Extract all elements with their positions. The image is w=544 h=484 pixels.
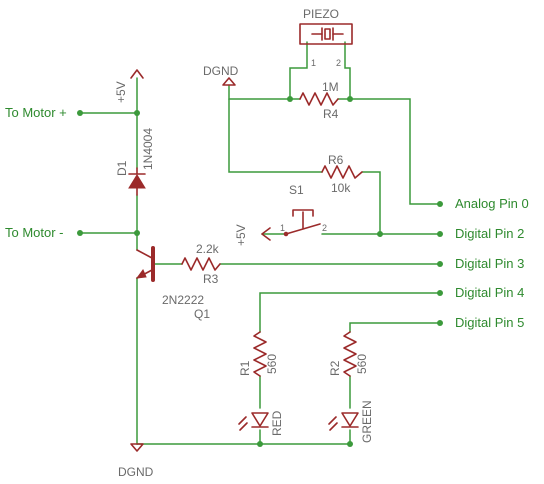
ground-icon — [222, 77, 236, 86]
pad-to-motor-minus — [77, 230, 83, 236]
switch-contact — [285, 223, 321, 235]
wire-piezo-pin1 — [289, 41, 308, 100]
junction-dot — [287, 96, 293, 102]
junction-dot — [377, 231, 383, 237]
transistor-collector — [136, 249, 153, 259]
resistor-zigzag — [299, 92, 339, 106]
diode-d1: D1 1N4004 — [115, 128, 155, 196]
label-to-motor-plus: To Motor + — [5, 105, 67, 120]
vcc-arrow-icon — [261, 227, 271, 241]
wire-digital-pin-4 — [259, 292, 441, 333]
r1-value: 560 — [265, 354, 279, 374]
vcc-top-label: +5V — [114, 81, 128, 103]
r6-value: 10k — [331, 181, 351, 195]
resistor-r3: 2.2k R3 — [181, 242, 221, 286]
junction-dot — [134, 230, 140, 236]
r3-value: 2.2k — [196, 242, 220, 256]
piezo-label: PIEZO — [303, 7, 339, 21]
led-green-label: GREEN — [360, 400, 374, 443]
piezo-crystal — [324, 28, 331, 40]
wire-r4-right — [337, 98, 441, 205]
led-light-arrow-icon — [239, 422, 248, 431]
gnd-symbol-top: DGND — [203, 64, 239, 86]
piezo-body — [299, 23, 353, 45]
switch-button — [292, 209, 314, 217]
pad-digital-pin-4 — [437, 290, 443, 296]
wire-piezo-pin2 — [344, 41, 351, 100]
transistor-q1: 2N2222 Q1 — [135, 246, 210, 321]
label-analog-pin-0: Analog Pin 0 — [455, 196, 529, 211]
resistor-zigzag — [181, 257, 221, 271]
d1-name: D1 — [115, 160, 129, 176]
r4-value: 1M — [322, 80, 339, 94]
led-light-arrow-icon — [329, 422, 338, 431]
led-red: RED — [238, 410, 284, 436]
led-green: GREEN — [328, 400, 374, 443]
piezo-pin1-label: 1 — [311, 58, 316, 68]
pad-digital-pin-2 — [437, 231, 443, 237]
r3-name: R3 — [203, 272, 219, 286]
q1-value: 2N2222 — [162, 293, 204, 307]
label-to-motor-minus: To Motor - — [5, 225, 64, 240]
pad-digital-pin-3 — [437, 261, 443, 267]
pad-to-motor-plus — [77, 110, 83, 116]
r2-name: R2 — [328, 360, 342, 376]
wire-r6-right — [361, 171, 381, 235]
s1-pin1: 1 — [280, 223, 285, 233]
wire-digital-pin-5 — [349, 322, 441, 333]
resistor-zigzag — [321, 165, 363, 179]
wires — [79, 41, 441, 445]
junction-dot — [347, 441, 353, 447]
s1-pin2: 2 — [322, 223, 327, 233]
gnd-symbol-bottom: DGND — [118, 443, 154, 479]
resistor-r6: R6 10k — [321, 153, 363, 195]
diode-triangle — [128, 174, 146, 189]
resistor-r2: R2 560 — [328, 331, 369, 377]
wire-r6-left — [228, 98, 323, 173]
r2-value: 560 — [355, 354, 369, 374]
label-digital-pin-3: Digital Pin 3 — [455, 256, 524, 271]
piezo-pin2-label: 2 — [336, 58, 341, 68]
piezo-buzzer: PIEZO 1 2 — [299, 7, 353, 68]
pad-digital-pin-5 — [437, 320, 443, 326]
label-digital-pin-2: Digital Pin 2 — [455, 226, 524, 241]
d1-value: 1N4004 — [141, 128, 155, 170]
r4-name: R4 — [323, 107, 339, 121]
s1-name: S1 — [289, 183, 304, 197]
gnd-top-label: DGND — [203, 64, 239, 78]
pad-analog-pin-0 — [437, 201, 443, 207]
label-digital-pin-4: Digital Pin 4 — [455, 285, 524, 300]
label-digital-pin-5: Digital Pin 5 — [455, 315, 524, 330]
q1-name: Q1 — [194, 307, 210, 321]
net-labels: To Motor + To Motor - Analog Pin 0 Digit… — [5, 105, 529, 330]
led-light-arrow-icon — [238, 416, 247, 425]
transistor-emitter-arrow-icon — [135, 269, 147, 279]
vcc-switch-label: +5V — [234, 224, 248, 246]
junction-dot — [134, 110, 140, 116]
resistor-r1: R1 560 — [238, 331, 279, 377]
led-triangle — [341, 412, 359, 427]
led-light-arrow-icon — [328, 416, 337, 425]
resistor-zigzag — [343, 331, 357, 377]
resistor-r4: 1M R4 — [299, 80, 339, 121]
junction-dot — [347, 96, 353, 102]
led-triangle — [251, 412, 269, 427]
connector-pads — [77, 110, 443, 326]
vcc-symbol-top: +5V — [114, 69, 144, 103]
junctions — [134, 96, 383, 447]
gnd-bottom-label: DGND — [118, 465, 154, 479]
ground-icon — [130, 443, 144, 452]
junction-dot — [257, 441, 263, 447]
resistor-zigzag — [253, 331, 267, 377]
switch-terminal — [283, 231, 289, 237]
led-red-label: RED — [270, 410, 284, 436]
vcc-symbol-switch: +5V — [234, 224, 271, 246]
r6-name: R6 — [328, 153, 344, 167]
switch-s1: S1 1 2 — [280, 183, 327, 237]
r1-name: R1 — [238, 360, 252, 376]
vcc-arrow-icon — [130, 69, 144, 79]
